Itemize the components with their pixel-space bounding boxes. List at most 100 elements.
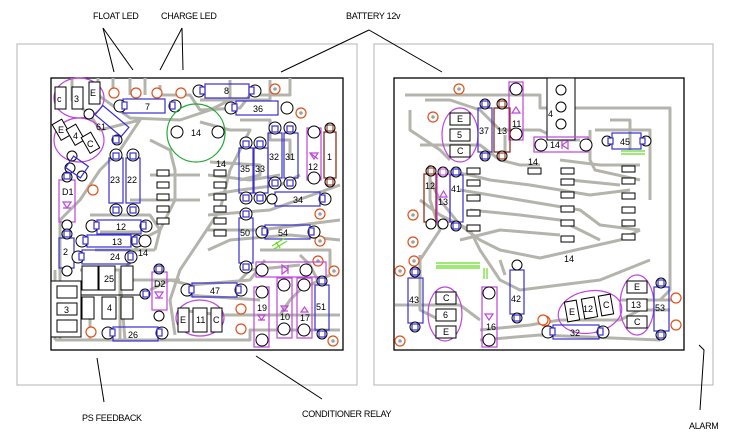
q5-pin-label: C: [457, 146, 464, 156]
charge-led-annotation: CHARGE LED: [161, 11, 217, 21]
r26-label: 26: [128, 330, 138, 340]
d13-label: 13: [438, 197, 448, 207]
relay-hole-2: [235, 323, 247, 335]
float-led-annotation: FLOAT LED: [93, 11, 139, 21]
left-panel-outline: [16, 43, 358, 386]
d11-label: 11: [512, 119, 521, 129]
r8-label: 8: [224, 86, 229, 96]
q13-pin-label: C: [634, 317, 641, 327]
relay-hole-1: [235, 303, 247, 315]
q12-pin-label: E: [569, 307, 575, 317]
q6-label: 6: [443, 310, 448, 320]
alarm-hole-2: [670, 319, 682, 331]
r41-label: 41: [451, 184, 461, 194]
d19-label: 19: [257, 303, 267, 313]
t25-label: 25: [104, 274, 114, 284]
r32-label: 32: [269, 152, 279, 162]
q5-pin-label: E: [457, 114, 463, 124]
relay14: [166, 103, 226, 163]
r43-label: 43: [409, 295, 419, 305]
r50-label: 50: [240, 228, 250, 238]
r7: [122, 98, 166, 114]
r54-label: 54: [278, 228, 288, 238]
q-pin-label: c: [57, 94, 62, 104]
q13-label: 13: [631, 300, 641, 310]
d17: [296, 277, 313, 339]
battery-annotation: BATTERY 12v: [346, 11, 401, 21]
alarm-hole-1: [670, 292, 682, 304]
mount-hole: [87, 184, 99, 196]
right-components: 4 11 E 5 C 37 13 14 45: [407, 77, 670, 348]
r37-label: 37: [479, 126, 489, 136]
d1-label: D1: [62, 187, 74, 197]
r35-label: 35: [240, 164, 250, 174]
t11-pin-label: C: [213, 315, 220, 325]
d17-label: 17: [300, 313, 310, 323]
r42: [509, 269, 525, 315]
r33-label: 33: [255, 164, 265, 174]
right-board-edge: [393, 77, 685, 351]
r45-label: 45: [620, 137, 630, 147]
r36-label: 36: [253, 104, 263, 114]
charge-led-hole-2: [175, 87, 187, 99]
r47-label: 47: [210, 286, 220, 296]
float-led-hole-1: [108, 87, 120, 99]
d10-label: 10: [280, 312, 290, 322]
r13-label: 13: [112, 237, 122, 247]
right-mount-holes: [394, 83, 682, 347]
r24: [81, 249, 131, 265]
r42-label: 42: [511, 294, 521, 304]
d12-label: 12: [308, 162, 318, 172]
d14-label: 14: [550, 140, 560, 150]
t4-label: 4: [107, 303, 112, 313]
ic14-label: 14: [528, 157, 538, 167]
r13-label: 13: [497, 126, 507, 136]
t11-label: 11: [196, 315, 205, 325]
q13-pin-label: E: [634, 282, 640, 292]
ps-feedback-hole: [85, 326, 97, 338]
r14-label: 14: [138, 248, 148, 258]
r13: [86, 234, 132, 248]
left-components: c 3 E E 4 C 61 7 8 36: [50, 77, 337, 348]
q12-label: 12: [583, 304, 593, 314]
q-label-4: 4: [73, 131, 78, 141]
q6-pin-label: C: [443, 293, 450, 303]
ps-feedback-annotation: PS FEEDBACK: [82, 413, 142, 423]
ic14-label: 14: [216, 159, 226, 169]
ic14b-label: 14: [564, 254, 574, 264]
conditioner-relay-annotation: CONDITIONER RELAY: [302, 409, 392, 419]
conn4-label: 4: [548, 109, 553, 119]
t11-pin-label: E: [180, 315, 186, 325]
r22-label: 22: [127, 175, 137, 185]
left-mount-holes: [85, 83, 340, 347]
q-pin-label: E: [90, 88, 96, 98]
r53-label: 53: [655, 303, 665, 313]
r61-label: 61: [96, 122, 106, 132]
r23-label: 23: [110, 175, 120, 185]
r1-label: 1: [327, 152, 332, 162]
q5-label: 5: [457, 130, 462, 140]
relay14-label: 14: [191, 128, 201, 138]
q12-pin-label: C: [603, 300, 610, 310]
q-label-3: 3: [74, 94, 79, 104]
d10: [276, 277, 293, 339]
d16-label: 16: [486, 322, 496, 332]
q6-pin-label: E: [443, 327, 449, 337]
leader-lines: [96, 27, 705, 411]
alarm-annotation: ALARM: [689, 421, 719, 431]
r12-label: 12: [116, 222, 126, 232]
right-panel-outline: [373, 43, 714, 386]
r51-label: 51: [316, 302, 326, 312]
t3-label: 3: [64, 305, 69, 315]
d2: [151, 271, 168, 311]
float-led-hole-2: [130, 87, 142, 99]
left-board-edge: [50, 77, 344, 351]
charge-led-hole-1: [151, 87, 163, 99]
r32-label: 32: [570, 328, 580, 338]
r2-label: 2: [63, 247, 68, 257]
q-pin-label: E: [58, 125, 64, 135]
r31-label: 31: [285, 152, 295, 162]
r7-label: 7: [145, 102, 150, 112]
r12-label: 12: [425, 181, 435, 191]
